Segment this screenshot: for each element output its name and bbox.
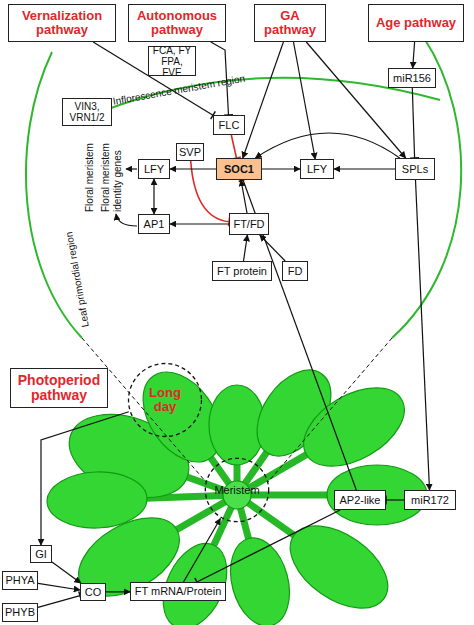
gene-box: LFY (138, 159, 170, 179)
node-label: SPLs (402, 163, 428, 175)
node-label: CO (85, 586, 102, 598)
node-label: miR156 (393, 72, 431, 84)
inhibition-connector (412, 88, 414, 158)
inhibition-connector (231, 135, 236, 158)
node-label: miR172 (411, 494, 449, 506)
node-label: LFY (307, 163, 327, 175)
leaf (276, 509, 403, 625)
gene-box: SPLs (395, 158, 435, 180)
leader-line (82, 338, 206, 482)
gene-box: PHYA (2, 571, 38, 590)
node-label: FLC (219, 119, 240, 131)
pathway-box: Photoperiod pathway (10, 368, 108, 408)
node-label: PHYB (5, 606, 35, 618)
meristem-outline (26, 38, 461, 338)
node-label: GA pathway (257, 9, 323, 38)
node-label: FT/FD (233, 218, 264, 230)
hub-box: SOC1 (216, 158, 262, 180)
node-label: Autonomous pathway (131, 9, 223, 38)
activation-connector (416, 180, 430, 490)
node-label: FT mRNA/Protein (135, 585, 222, 597)
activation-connector (52, 562, 81, 583)
node-label: SVP (179, 146, 201, 158)
node-label: GI (35, 548, 47, 560)
region-label: Floral meristem identity genes (100, 112, 123, 212)
gene-box: miR156 (388, 68, 436, 88)
gene-box: FT mRNA/Protein (130, 582, 226, 601)
gene-box: FD (282, 261, 308, 281)
node-label: Vernalization pathway (11, 9, 113, 38)
gene-box: AP1 (138, 214, 170, 234)
leader-line (268, 338, 392, 482)
node-label: FD (288, 265, 303, 277)
leaf (46, 470, 148, 529)
node-label: LFY (144, 163, 164, 175)
region-label: Leaf primordial region (63, 231, 91, 328)
gene-box: FT protein (212, 261, 272, 281)
activation-connector (306, 42, 405, 158)
activation-connector (170, 168, 216, 169)
inhibition-connector (386, 499, 404, 500)
gene-box: LFY (300, 159, 334, 179)
activation-connector (241, 180, 247, 213)
activation-connector (106, 591, 130, 592)
leaf (290, 372, 417, 482)
node-label: VIN3, VRN1/2 (65, 101, 109, 123)
node-label: Photoperiod pathway (13, 373, 105, 404)
pathway-box: Vernalization pathway (8, 4, 116, 42)
node-label: SOC1 (224, 163, 254, 175)
arrow (116, 214, 137, 226)
inhibition-connector (38, 596, 80, 608)
gene-box: AP2-like (334, 490, 386, 510)
dashed-circle-line (129, 364, 202, 437)
activation-connector (170, 223, 229, 224)
activation-connector (334, 168, 395, 169)
gene-box: miR172 (404, 490, 456, 510)
activation-connector (153, 179, 154, 214)
activation-connector (38, 583, 80, 590)
note-box: VIN3, VRN1/2 (62, 98, 112, 126)
activation-connector (184, 519, 221, 583)
node-label: Meristem (207, 484, 267, 496)
region-label: Floral meristem (84, 143, 96, 212)
leaf (209, 385, 265, 465)
gene-box: CO (80, 583, 106, 601)
gene-box: SVP (176, 143, 204, 161)
gene-box: PHYB (2, 603, 38, 622)
leaf-primordia-curve (392, 38, 461, 338)
zoom-leaders (82, 338, 392, 482)
pathway-box: Age pathway (368, 4, 464, 42)
gene-box: GI (30, 545, 52, 563)
node-label: Long day (145, 386, 185, 415)
pathway-box: Autonomous pathway (128, 4, 226, 42)
pathway-box: GA pathway (254, 4, 326, 42)
node-label: PHYA (5, 574, 34, 586)
activation-connector (413, 42, 415, 68)
inhibition-connector (197, 510, 340, 582)
activation-connector (262, 168, 300, 169)
activation-connector (41, 412, 129, 545)
node-label: FCA, FY FPA, FVE (151, 45, 193, 78)
node-label: FT protein (217, 265, 267, 277)
activation-connector (294, 42, 316, 159)
arrow (126, 168, 137, 169)
activation-connector (260, 235, 285, 261)
note-box: FCA, FY FPA, FVE (148, 46, 196, 76)
activation-connector (243, 42, 284, 158)
node-label: AP2-like (340, 494, 381, 506)
dashed-circle-line (205, 458, 268, 521)
dashed-circle: Meristem (204, 457, 270, 523)
gene-box: FT/FD (229, 213, 269, 235)
node-label: Age pathway (376, 16, 456, 30)
activation-connector (255, 133, 399, 158)
region-label: Inflorescence meristem region (112, 73, 246, 108)
gene-box: FLC (213, 115, 245, 135)
node-label: AP1 (144, 218, 165, 230)
leaf (221, 531, 298, 625)
activation-connector (244, 235, 248, 261)
dashed-circle: Long day (127, 362, 203, 438)
